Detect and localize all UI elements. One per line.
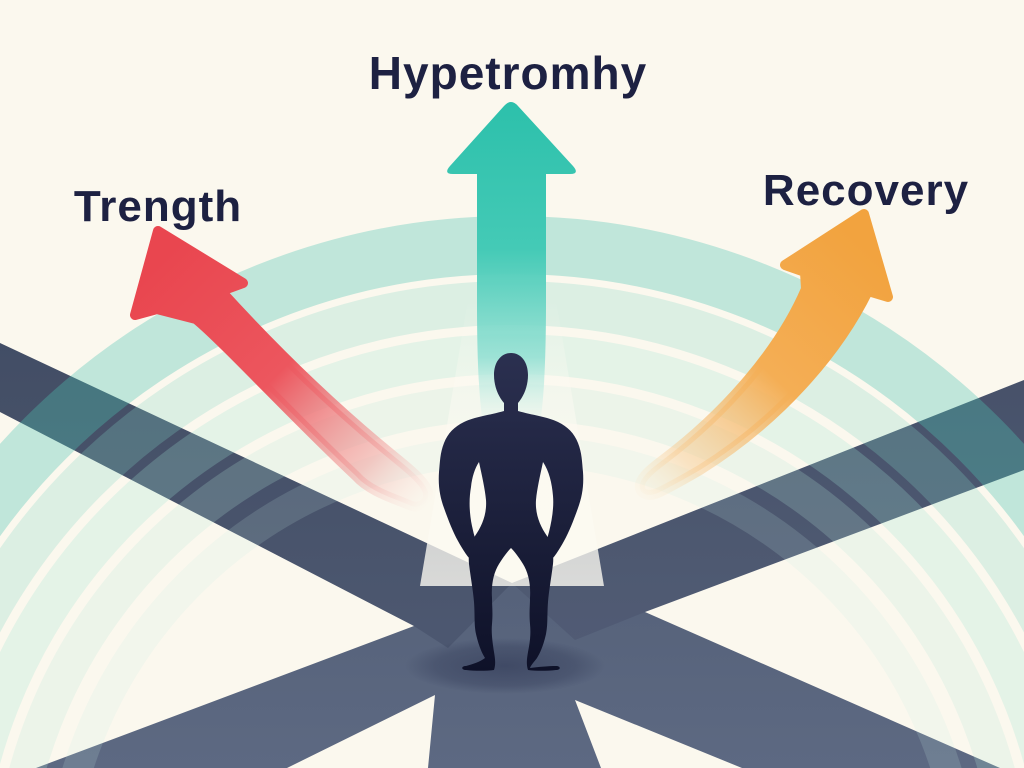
person-silhouette [438, 353, 584, 671]
road-upper-left-shade [0, 343, 512, 648]
hypertrophy-arrow [447, 102, 576, 424]
hypertrophy-label: Hypetromhy [368, 47, 648, 99]
road-upper-right-shade [512, 380, 1024, 640]
figure-shadow [405, 638, 605, 694]
strength-label: Trength [73, 182, 243, 231]
strength-arrow [130, 226, 434, 512]
recovery-label: Recovery [762, 166, 970, 215]
recovery-arrow [634, 209, 893, 500]
